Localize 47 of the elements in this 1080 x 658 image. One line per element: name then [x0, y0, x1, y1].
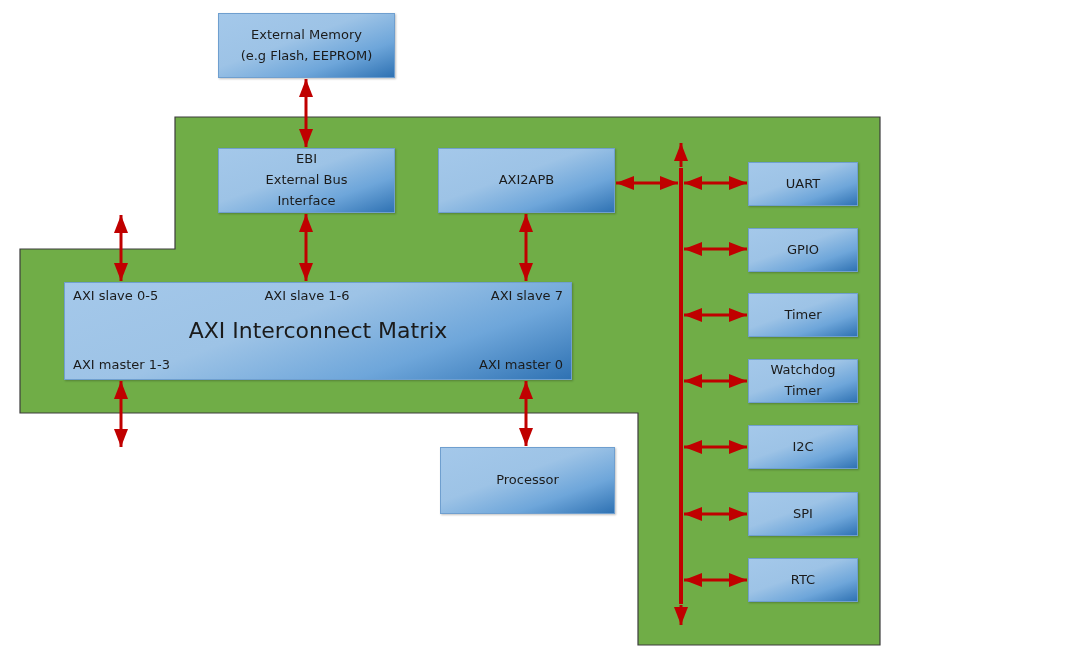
- block-box: [748, 359, 858, 403]
- block-box: [218, 148, 395, 213]
- port-label: AXI slave 0-5: [73, 288, 159, 305]
- block-box: [748, 492, 858, 536]
- bidirectional-arrow: [684, 440, 747, 454]
- block-label: External Memory (e.g Flash, EEPROM): [239, 25, 374, 65]
- block-box: [748, 425, 858, 469]
- bidirectional-arrow: [114, 381, 128, 447]
- bidirectional-arrow: [684, 308, 747, 322]
- block-box: [440, 447, 615, 514]
- block-label: Watchdog Timer: [769, 361, 837, 400]
- bidirectional-arrow: [684, 374, 747, 388]
- port-label: AXI master 1-3: [73, 357, 170, 374]
- bidirectional-arrow: [519, 381, 533, 446]
- arrow: [674, 143, 688, 167]
- block-label: EBI: [296, 150, 317, 169]
- arrow: [674, 605, 688, 625]
- block-label: Timer: [784, 305, 822, 324]
- bidirectional-arrow: [684, 507, 747, 521]
- bidirectional-arrow: [519, 214, 533, 281]
- chip-region: [20, 117, 880, 645]
- port-label: AXI master 0: [479, 357, 563, 374]
- bidirectional-arrow: [299, 214, 313, 281]
- block-label: RTC: [790, 570, 816, 589]
- block-label: External Bus Interface: [264, 171, 349, 210]
- block-box: [438, 148, 615, 213]
- block-box: [748, 228, 858, 272]
- interconnect-box: [64, 282, 572, 380]
- block-box: [748, 162, 858, 206]
- bidirectional-arrow: [114, 215, 128, 281]
- block-title: AXI Interconnect Matrix: [188, 316, 448, 345]
- block-box: [748, 558, 858, 602]
- bidirectional-arrow: [684, 242, 747, 256]
- block-label: GPIO: [787, 240, 819, 259]
- port-label: AXI slave 1-6: [264, 288, 350, 305]
- bidirectional-arrow: [684, 176, 747, 190]
- block-label: I2C: [792, 437, 814, 456]
- bidirectional-arrow: [299, 79, 313, 147]
- block-label: UART: [785, 174, 821, 193]
- block-box: [218, 13, 395, 78]
- block-box: [748, 293, 858, 337]
- port-label: AXI slave 7: [490, 288, 563, 305]
- block-label: AXI2APB: [498, 171, 555, 190]
- block-label: Processor: [496, 471, 559, 490]
- bidirectional-arrow: [616, 176, 678, 190]
- block-label: SPI: [793, 504, 813, 523]
- bidirectional-arrow: [684, 573, 747, 587]
